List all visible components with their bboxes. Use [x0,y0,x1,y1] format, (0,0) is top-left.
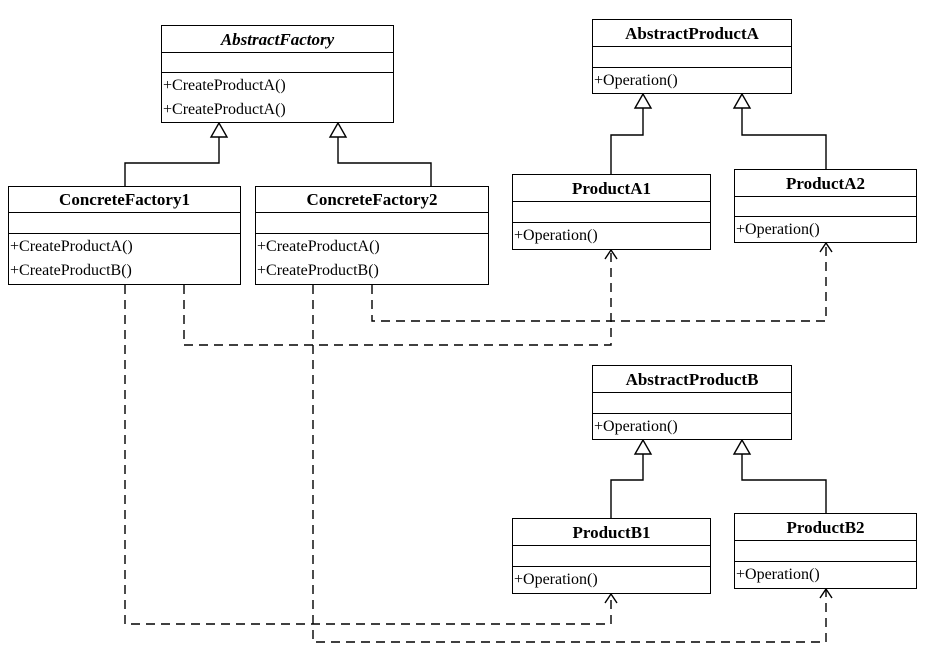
abstract-product-b-class[interactable]: AbstractProductB +Operation() [592,365,792,440]
concrete-factory-2-class[interactable]: ConcreteFactory2 +CreateProductA() +Crea… [255,186,489,285]
generalization-arrowhead-productb-right [732,438,752,455]
product-a1-class[interactable]: ProductA1 +Operation() [512,174,711,250]
operation: +CreateProductB() [257,262,379,279]
class-name: ProductB2 [735,514,916,541]
class-operations: +Operation() [735,217,916,242]
class-operations: +Operation() [735,562,916,587]
generalization-arrowhead-producta-right [732,92,752,109]
class-attributes [593,47,791,68]
class-attributes [513,202,710,223]
product-a2-class[interactable]: ProductA2 +Operation() [734,169,917,243]
class-operations: +Operation() [593,414,791,439]
dependency-arrowhead-producta1 [604,248,618,260]
dependency-arrowhead-producta2 [819,241,833,253]
generalization-line-productb2 [741,454,827,513]
generalization-line-producta2 [741,108,827,169]
class-attributes [593,393,791,414]
class-name: AbstractProductA [593,20,791,47]
class-operations: +CreateProductA() +CreateProductB() [256,234,488,283]
class-operations: +CreateProductA() +CreateProductB() [9,234,240,283]
operation: +Operation() [514,571,598,588]
abstract-factory-class[interactable]: AbstractFactory +CreateProductA() +Creat… [161,25,394,123]
operation: +CreateProductA() [163,77,286,94]
dependency-line-cf2-producta2 [371,243,827,322]
operation: +CreateProductA() [163,101,286,118]
product-b1-class[interactable]: ProductB1 +Operation() [512,518,711,594]
class-operations: +Operation() [513,567,710,592]
product-b2-class[interactable]: ProductB2 +Operation() [734,513,917,589]
class-operations: +Operation() [593,68,791,93]
class-name: AbstractFactory [162,26,393,53]
operation: +Operation() [736,566,820,583]
generalization-arrowhead-producta-left [633,92,653,109]
dependency-arrowhead-productb2 [819,587,833,599]
class-attributes [513,546,710,567]
dependency-line-cf1-productb1 [124,285,612,625]
class-attributes [9,213,240,234]
operation: +Operation() [736,221,820,238]
class-name: ConcreteFactory2 [256,187,488,213]
class-name: ProductA1 [513,175,710,202]
class-attributes [162,53,393,73]
generalization-arrowhead-factory-right [328,121,348,138]
class-operations: +CreateProductA() +CreateProductA() [162,73,393,122]
abstract-product-a-class[interactable]: AbstractProductA +Operation() [592,19,792,94]
generalization-line-concretefactory1 [124,137,220,186]
operation: +Operation() [594,72,678,89]
operation: +Operation() [514,227,598,244]
class-name: AbstractProductB [593,366,791,393]
class-name: ConcreteFactory1 [9,187,240,213]
operation: +CreateProductA() [257,238,380,255]
class-attributes [256,213,488,234]
operation: +CreateProductB() [10,262,132,279]
generalization-line-producta1 [610,108,644,174]
concrete-factory-1-class[interactable]: ConcreteFactory1 +CreateProductA() +Crea… [8,186,241,285]
class-operations: +Operation() [513,223,710,248]
generalization-arrowhead-productb-left [633,438,653,455]
class-attributes [735,541,916,562]
class-name: ProductB1 [513,519,710,546]
generalization-line-productb1 [610,454,644,518]
dependency-arrowhead-productb1 [604,592,618,604]
generalization-line-concretefactory2 [337,137,432,186]
dependency-line-cf1-producta1 [183,250,612,346]
operation: +CreateProductA() [10,238,133,255]
class-attributes [735,197,916,217]
class-name: ProductA2 [735,170,916,197]
operation: +Operation() [594,418,678,435]
generalization-arrowhead-factory-left [209,121,229,138]
